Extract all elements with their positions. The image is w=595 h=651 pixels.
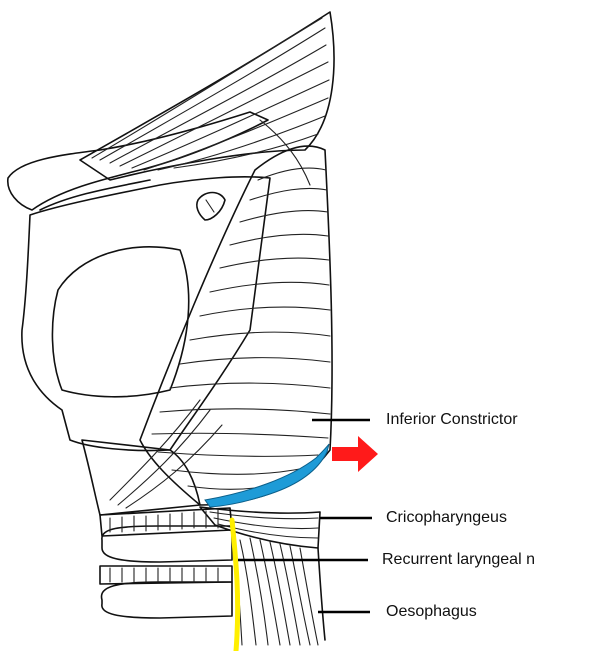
oesophagus-tube [232,538,325,645]
right-arrow-icon [332,436,378,472]
cricopharyngeal-band [205,444,329,507]
inferior-constrictor-label: Inferior Constrictor [386,411,518,429]
trachea [100,508,232,618]
cricoid-cartilage [82,440,200,515]
recurrent-laryngeal-label: Recurrent laryngeal n [382,551,535,569]
oesophagus-label: Oesophagus [386,603,477,621]
recurrent-laryngeal-nerve [232,520,238,651]
upper-muscle-fan [80,12,334,185]
cricopharyngeus-label: Cricopharyngeus [386,509,507,527]
inferior-constrictor-muscle [110,146,332,508]
